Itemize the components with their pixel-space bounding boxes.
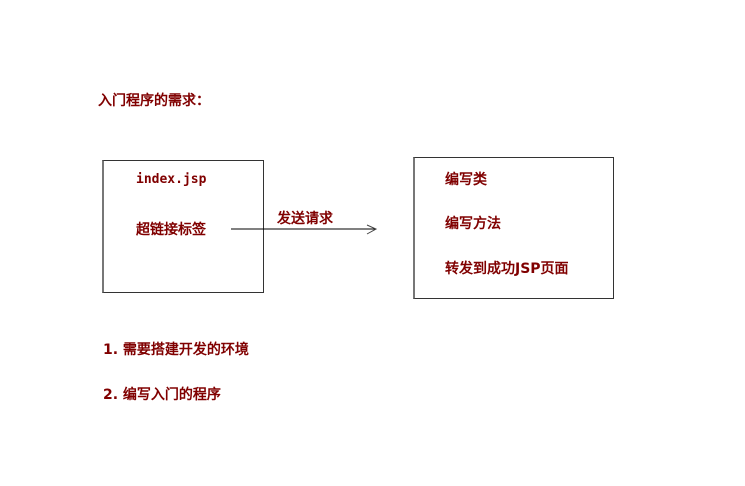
diagram-title: 入门程序的需求： <box>98 93 210 109</box>
controller-box <box>413 157 614 299</box>
controller-item: 编写方法 <box>445 216 501 232</box>
controller-item: 编写类 <box>445 172 487 188</box>
send-request-label: 发送请求 <box>277 211 333 227</box>
hyperlink-label: 超链接标签 <box>136 222 206 238</box>
controller-item: 转发到成功JSP页面 <box>445 261 569 277</box>
step-item: 2. 编写入门的程序 <box>103 387 221 403</box>
step-item: 1. 需要搭建开发的环境 <box>103 342 249 358</box>
index-jsp-label: index.jsp <box>136 172 207 187</box>
index-jsp-box <box>102 160 264 293</box>
